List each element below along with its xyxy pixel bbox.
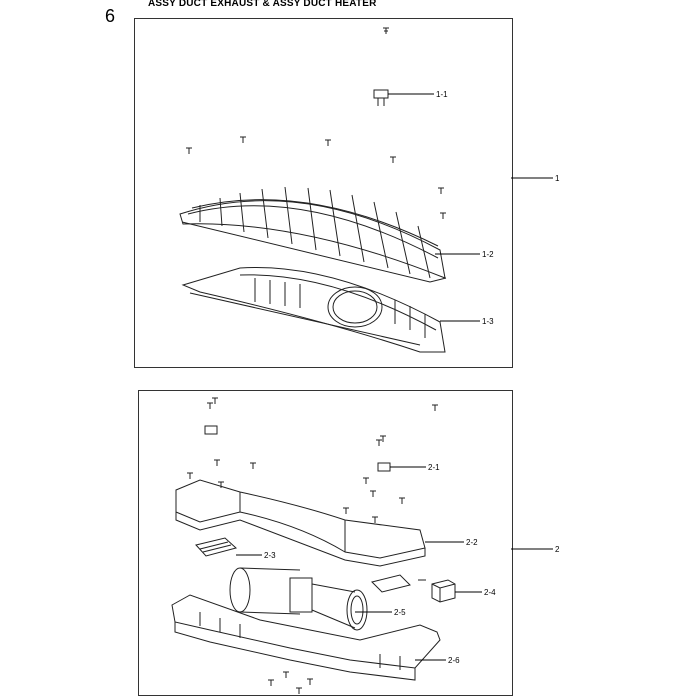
screw-icon	[187, 397, 438, 694]
clip-2-1	[204, 425, 391, 472]
duct-frame-1-3	[181, 266, 446, 353]
bracket-1-1	[373, 89, 389, 106]
callout-1-1: 1-1	[436, 90, 448, 99]
page-title: ASSY DUCT EXHAUST & ASSY DUCT HEATER	[148, 0, 377, 9]
callout-2-1: 2-1	[428, 463, 440, 472]
callout-2-6: 2-6	[448, 656, 460, 665]
page-number: 6	[105, 6, 116, 26]
assembly-2-panel	[138, 390, 513, 696]
callout-2-2: 2-2	[466, 538, 478, 547]
callout-assembly-1: 1	[555, 174, 560, 183]
callout-1-2: 1-2	[482, 250, 494, 259]
assembly-1-panel	[134, 18, 513, 368]
callout-1-3: 1-3	[482, 317, 494, 326]
grille-1-2	[179, 186, 447, 283]
callout-2-4: 2-4	[484, 588, 496, 597]
switch-2-4	[418, 579, 456, 603]
callout-2-3: 2-3	[264, 551, 276, 560]
heater-element-2-3	[195, 537, 411, 593]
callout-2-5: 2-5	[394, 608, 406, 617]
housing-2-6	[171, 594, 441, 681]
screw-icon	[186, 27, 446, 219]
callout-assembly-2: 2	[555, 545, 560, 554]
duct-cover-2-2	[175, 479, 426, 567]
blower-motor-2-5	[229, 567, 368, 631]
